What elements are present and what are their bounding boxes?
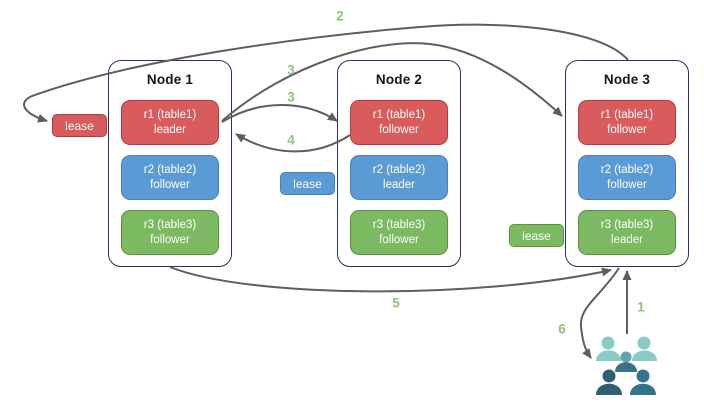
step-label-1: 1	[637, 299, 645, 315]
replica-role: follower	[607, 178, 647, 191]
replica-role: leader	[154, 123, 186, 136]
node-2: Node 2 r1 (table1) follower r2 (table2) …	[337, 60, 461, 267]
node-1-replica-r1: r1 (table1) leader	[121, 100, 219, 145]
node-3: Node 3 r1 (table1) follower r2 (table2) …	[565, 60, 689, 267]
replica-role: follower	[607, 123, 647, 136]
node-3-replica-r1: r1 (table1) follower	[578, 100, 676, 145]
replica-label: r3 (table3)	[143, 218, 197, 231]
replica-role: follower	[379, 123, 419, 136]
arrow-step-6-node3-to-user	[579, 267, 620, 359]
node-2-replica-r1: r1 (table1) follower	[350, 100, 448, 145]
arrow-step-5-node1-to-node3	[169, 266, 612, 293]
node-1-replica-r3: r3 (table3) follower	[121, 210, 219, 255]
replica-role: leader	[383, 178, 415, 191]
step-label-6: 6	[558, 321, 566, 337]
step-label-2: 2	[336, 8, 344, 24]
node-2-replica-r2: r2 (table2) leader	[350, 155, 448, 200]
node-1: Node 1 r1 (table1) leader r2 (table2) fo…	[108, 60, 232, 267]
node-1-replica-r2: r2 (table2) follower	[121, 155, 219, 200]
replica-label: r2 (table2)	[143, 163, 197, 176]
replica-label: r1 (table1)	[600, 108, 654, 121]
node-3-title: Node 3	[603, 72, 651, 87]
step-label-3a: 3	[287, 62, 295, 78]
node-3-replica-r2: r2 (table2) follower	[578, 155, 676, 200]
lease-badge-blue: lease	[280, 172, 335, 195]
node-2-replica-r3: r3 (table3) follower	[350, 210, 448, 255]
replica-role: leader	[611, 233, 643, 246]
node-1-title: Node 1	[146, 72, 194, 87]
replica-label: r3 (table3)	[600, 218, 654, 231]
node-3-replica-r3: r3 (table3) leader	[578, 210, 676, 255]
lease-badge-green: lease	[509, 224, 564, 247]
arrow-step-3-leader-to-node2	[221, 104, 338, 123]
users-icon	[596, 336, 657, 395]
replica-label: r3 (table3)	[372, 218, 426, 231]
replica-role: follower	[379, 233, 419, 246]
step-label-5: 5	[392, 295, 400, 311]
replica-role: follower	[150, 233, 190, 246]
replica-label: r1 (table1)	[372, 108, 426, 121]
replica-label: r2 (table2)	[372, 163, 426, 176]
node-2-title: Node 2	[375, 72, 423, 87]
lease-badge-red: lease	[52, 114, 107, 137]
replica-label: r1 (table1)	[143, 108, 197, 121]
replica-label: r2 (table2)	[600, 163, 654, 176]
step-label-4: 4	[287, 132, 295, 148]
replica-role: follower	[150, 178, 190, 191]
step-label-3b: 3	[287, 89, 295, 105]
